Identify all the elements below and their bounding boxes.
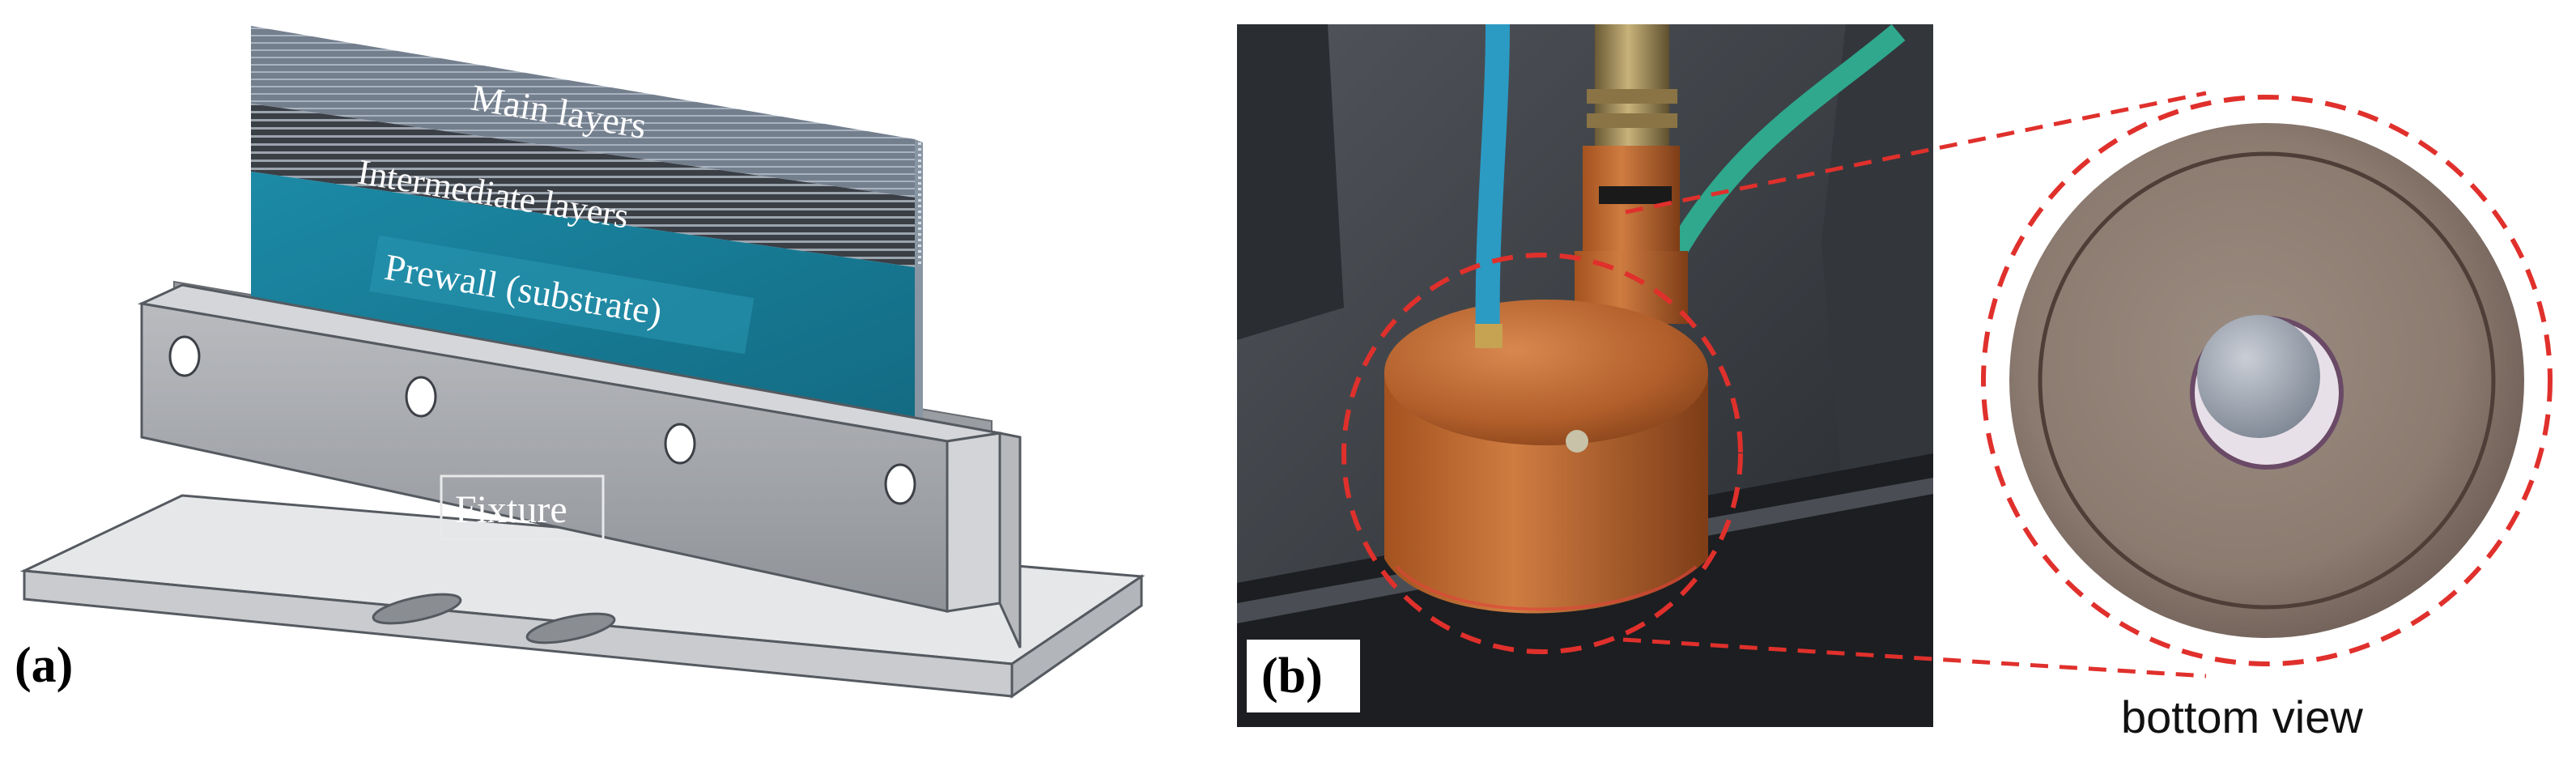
base-slot-left (372, 593, 462, 625)
connector-line-top (1625, 91, 2207, 215)
copper-shoe-top (1384, 300, 1708, 445)
machine-frame-left (1237, 24, 1344, 340)
fixture-hole-1 (168, 335, 201, 377)
intermediate-layers-region (251, 104, 915, 267)
fixture-hole-2 (405, 376, 437, 418)
fixture-label-box (440, 474, 605, 541)
highlight-circle (1341, 253, 1743, 654)
base-slot-right (525, 612, 616, 644)
connector-line-bottom (1622, 637, 2207, 678)
bottom-view-ring (2038, 151, 2496, 610)
panel-b: (b) bottom view (1237, 23, 2553, 742)
blue-wire (1475, 23, 1510, 341)
fixture-hole-3 (664, 423, 696, 465)
panel-b-label-box (1247, 640, 1360, 712)
shoe-screw (1566, 430, 1588, 453)
panel-a: Main layers Intermediate layers Prewall … (15, 26, 1146, 699)
fixture-hole-4 (884, 463, 916, 505)
fixture-label: Fixture (455, 488, 567, 531)
green-hose (1658, 24, 1906, 273)
bottom-view-center (2197, 315, 2320, 438)
fixture-right-edge (946, 432, 1001, 613)
bottom-view-caption: bottom view (2121, 691, 2363, 742)
panel-b-label: (b) (1261, 649, 1323, 704)
main-layers-region (251, 26, 915, 198)
bottom-view-zoom (1981, 95, 2553, 666)
fixture-base-plate-side (1010, 574, 1143, 699)
fixture-rear-edge (998, 432, 1022, 649)
prewall-label-box (369, 235, 755, 355)
bottom-view-highlight-circle (1981, 95, 2553, 666)
panel-a-label: (a) (15, 638, 73, 693)
